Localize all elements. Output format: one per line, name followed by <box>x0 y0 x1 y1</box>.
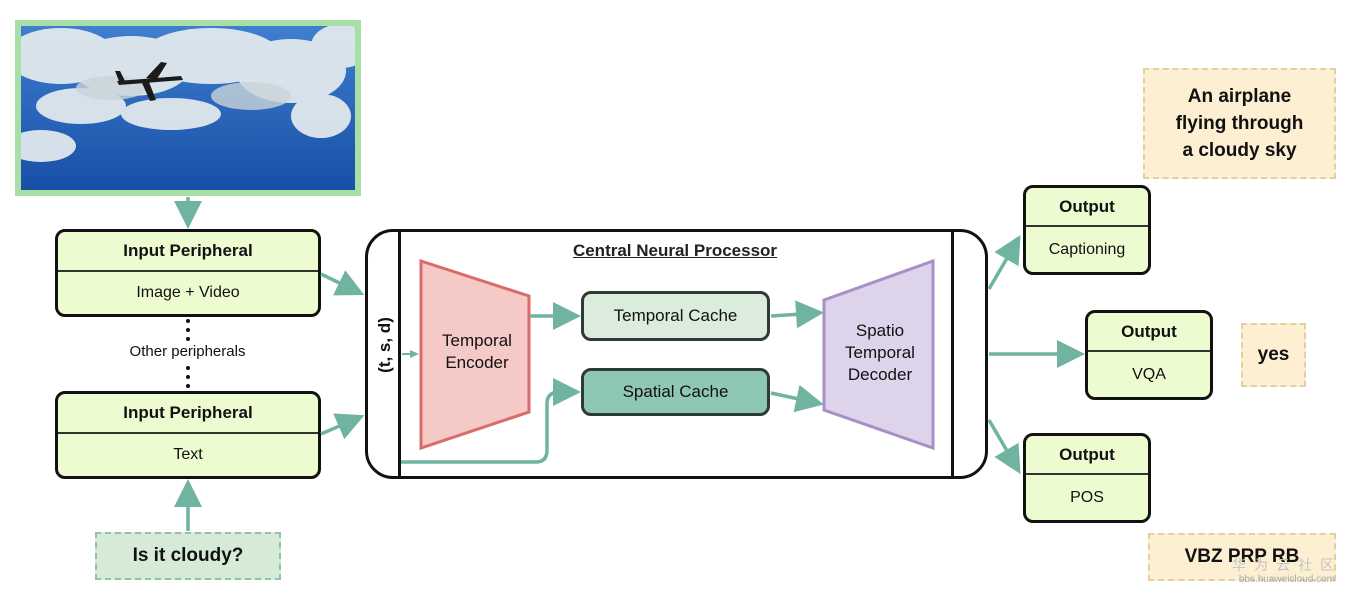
decoder-line2: Temporal <box>845 343 915 362</box>
arrow-bypass-to-spatial-cache <box>401 378 581 464</box>
output-vqa: Output VQA <box>1085 310 1213 400</box>
output-pos: Output POS <box>1023 433 1151 523</box>
decoder-shape <box>822 258 935 451</box>
pos-answer: VBZ PRP RB <box>1148 533 1336 581</box>
airplane-icon <box>115 62 183 101</box>
input-image <box>15 20 361 196</box>
temporal-encoder: Temporal Encoder <box>421 330 533 374</box>
output-body: VQA <box>1132 365 1166 383</box>
dotted-connector-bottom <box>186 366 190 388</box>
arrow-cpu-to-captioning <box>987 234 1021 290</box>
decoder-line3: Decoder <box>847 365 913 384</box>
output-header: Output <box>1026 188 1148 227</box>
output-captioning: Output Captioning <box>1023 185 1151 275</box>
peripheral-body: Image + Video <box>136 284 240 301</box>
sky-photo <box>21 26 355 190</box>
dotted-connector-top <box>186 319 190 341</box>
peripheral-header: Input Peripheral <box>58 394 318 434</box>
caption-line2: flying through <box>1175 113 1304 134</box>
caption-answer: An airplane flying through a cloudy sky <box>1143 68 1336 179</box>
encoder-line2: Encoder <box>445 353 509 372</box>
cpu-left-divider <box>398 231 401 477</box>
arrow-temporal-cache-to-decoder <box>770 300 824 329</box>
watermark-text: 华为云社区 <box>1232 557 1342 573</box>
output-body: Captioning <box>1048 240 1126 258</box>
arrow-text-peripheral-to-cpu <box>320 413 365 440</box>
input-question: Is it cloudy? <box>95 532 281 580</box>
peripheral-header: Input Peripheral <box>58 232 318 272</box>
arrow-image-peripheral-to-cpu <box>320 270 365 296</box>
encoder-line1: Temporal <box>442 331 512 350</box>
spatio-temporal-decoder: Spatio Temporal Decoder <box>824 320 936 386</box>
cpu-right-divider <box>951 231 954 477</box>
output-body: POS <box>1070 488 1104 506</box>
caption-line3: a cloudy sky <box>1182 140 1297 161</box>
output-header: Output <box>1026 436 1148 475</box>
peripheral-body: Text <box>173 446 203 463</box>
output-header: Output <box>1088 313 1210 352</box>
other-peripherals-label: Other peripherals <box>129 343 246 360</box>
caption-line1: An airplane <box>1187 86 1292 107</box>
input-peripheral-image: Input Peripheral Image + Video <box>55 229 321 317</box>
decoder-line1: Spatio <box>855 321 905 340</box>
cpu-title: Central Neural Processor <box>572 241 778 260</box>
arrow-spatial-cache-to-decoder <box>770 384 824 413</box>
spatial-cache: Spatial Cache <box>581 368 770 416</box>
temporal-encoder-shape <box>419 258 531 451</box>
input-peripheral-text: Input Peripheral Text <box>55 391 321 479</box>
watermark-url: bbs.huaweicloud.com <box>1238 574 1335 585</box>
arrow-cpu-to-pos <box>987 419 1021 475</box>
temporal-cache: Temporal Cache <box>581 291 770 341</box>
vqa-answer: yes <box>1241 323 1306 387</box>
